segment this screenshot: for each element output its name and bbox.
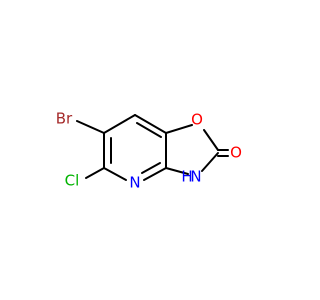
atom-br: Br [56,110,73,128]
atom-nh-n: N [190,168,201,186]
bond-c3a-n [143,167,167,181]
atom-o-carbonyl: O [230,144,242,162]
atom-n-pyridine: N [129,174,140,192]
atom-cl: Cl [65,172,80,190]
molecule-diagram: Br Cl O O N N H [56,110,242,192]
bond-c5-cl [85,167,105,179]
bond-c2-nh [201,152,219,172]
bond-n-c5 [103,167,127,181]
bond-c6-br [76,120,105,134]
bond-nh-c3a [165,167,189,175]
atom-nh-h: H [181,168,192,186]
bond-c7-c7a-double [136,122,162,138]
atom-o-ring: O [191,111,203,129]
bond-c6-c7 [103,114,136,134]
bond-o-c2 [203,129,219,151]
bond-c7a-o [165,124,193,134]
bond-c3a-n-double [141,162,161,174]
bond-c7-c7a [134,114,167,134]
